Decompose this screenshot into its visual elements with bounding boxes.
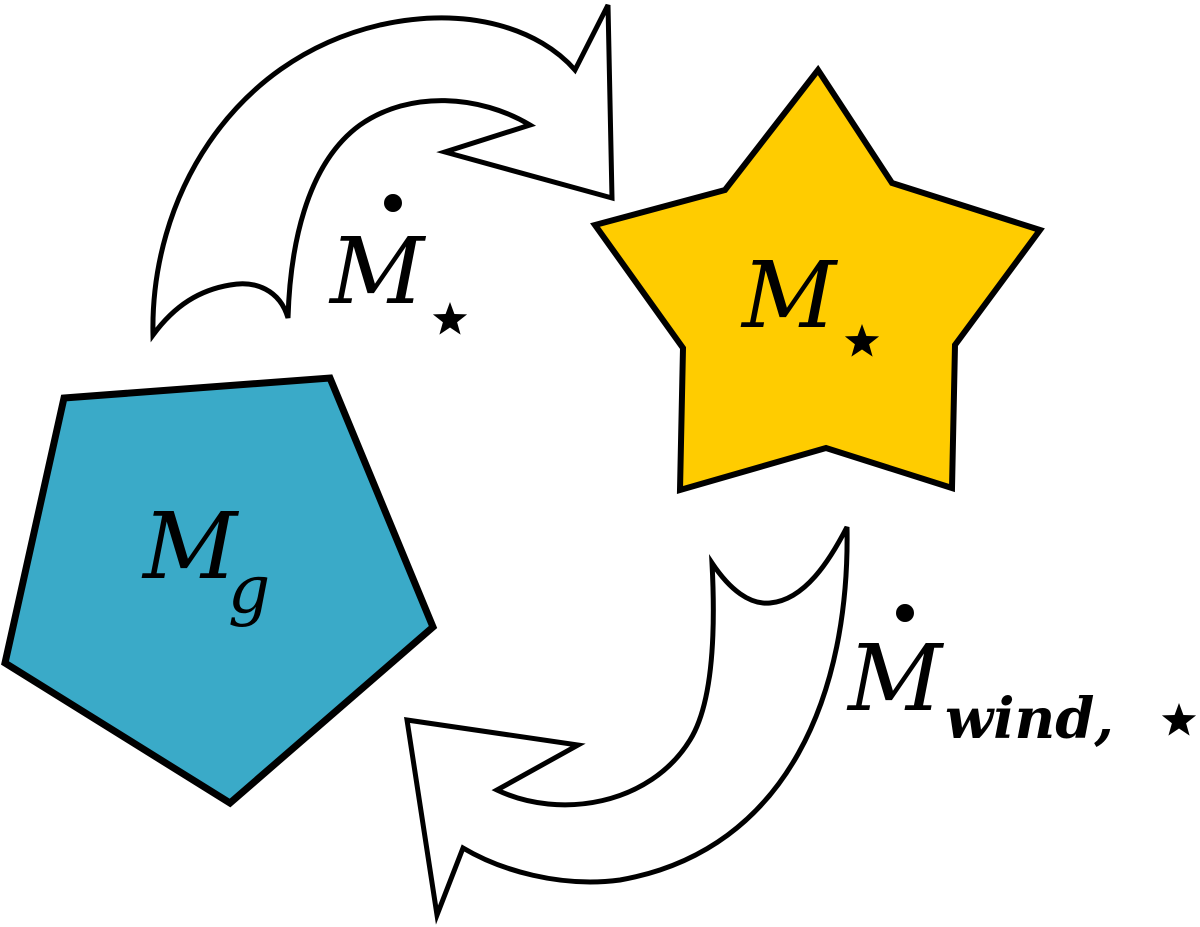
rate-dot (896, 604, 914, 622)
stellar-mass-label-symbol: M (740, 242, 839, 349)
gas-reservoir-pentagon (1, 374, 438, 808)
stellar-mass-star (590, 64, 1045, 495)
stellar-wind-arrow (404, 525, 850, 925)
wind-rate-symbol: M (846, 625, 945, 732)
wind-rate-subscript: wind, (945, 686, 1114, 752)
star-icon (1161, 703, 1197, 736)
star-formation-rate-symbol: M (328, 218, 427, 325)
rate-dot (384, 194, 402, 212)
gas-mass-label-subscript: g (228, 551, 270, 628)
star-icon (844, 324, 880, 357)
gas-mass-label-symbol: M (141, 493, 240, 600)
star-formation-arrow (150, 3, 615, 343)
star-icon (432, 302, 468, 335)
